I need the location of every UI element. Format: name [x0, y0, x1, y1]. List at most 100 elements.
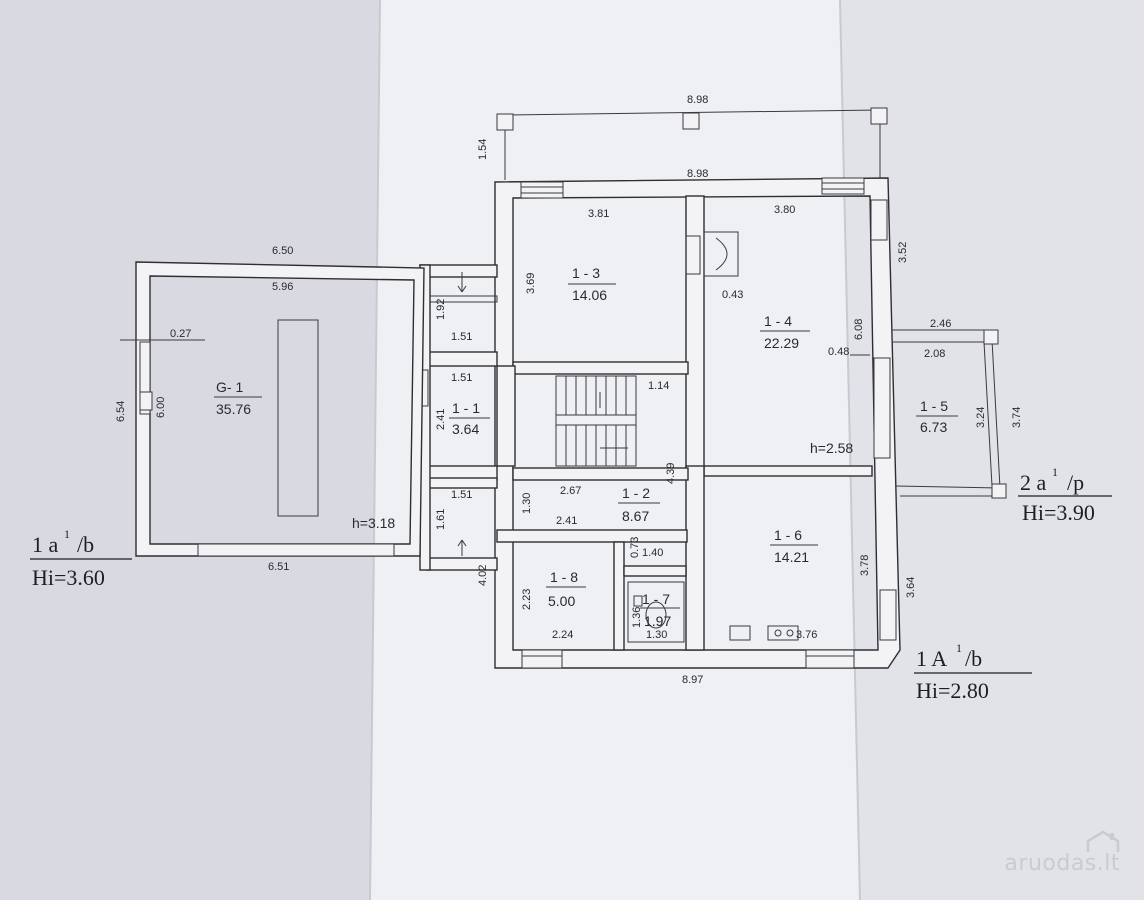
- room-area: 8.67: [622, 508, 649, 524]
- stamp-top: 2 a: [1020, 470, 1047, 495]
- dim-r14-right: 3.52: [897, 242, 909, 263]
- dim-garage-bottom: 6.51: [268, 561, 289, 573]
- porch-outline: [496, 107, 888, 180]
- room-area: 14.06: [572, 287, 607, 303]
- dim-r11-height: 2.41: [435, 409, 447, 430]
- paper-panel-center: [370, 0, 860, 900]
- dim-r17-130: 1.30: [646, 629, 667, 641]
- room-14-height: h=2.58: [810, 440, 853, 456]
- dim-bottom-total: 8.97: [682, 674, 703, 686]
- stamp-right-bottom: 1 A 1 /b Hi=2.80: [914, 641, 1032, 703]
- dim-garage-outer: 6.50: [272, 245, 293, 257]
- porch-column-middle: [682, 112, 700, 130]
- room-code: 1 - 3: [572, 265, 600, 281]
- room-g1-label: G- 1 35.76: [214, 379, 262, 417]
- dim-wall-073: 0.73: [629, 537, 641, 558]
- dim-r12-130: 1.30: [521, 493, 533, 514]
- interior-walls: [496, 195, 873, 651]
- dim-top-wall: 8.98: [687, 168, 708, 180]
- dim-r12-241: 2.41: [556, 515, 577, 527]
- room-14-label: 1 - 4 22.29: [760, 313, 810, 351]
- room-area: 22.29: [764, 335, 799, 351]
- dim-r18-224: 2.24: [552, 629, 573, 641]
- room-code: 1 - 2: [622, 485, 650, 501]
- dim-entry-151b: 1.51: [451, 372, 472, 384]
- car-outline: [277, 319, 319, 517]
- dim-r17-140: 1.40: [642, 547, 663, 559]
- room-area: 1.97: [644, 613, 671, 629]
- stamp-bottom: Hi=3.90: [1022, 500, 1095, 525]
- room-18-label: 1 - 8 5.00: [546, 569, 586, 609]
- dim-window-027: 0.27: [170, 328, 191, 340]
- dim-wall-048: 0.48: [828, 346, 849, 358]
- dim-terrace-h2: 3.74: [1011, 407, 1023, 428]
- dim-r14-width: 3.80: [774, 204, 795, 216]
- stamp-suffix: /b: [965, 646, 982, 671]
- dim-r16-376: 3.76: [796, 629, 817, 641]
- stamp-right-top: 2 a 1 /p Hi=3.90: [1018, 465, 1112, 525]
- stamp-bottom: Hi=3.60: [32, 565, 105, 590]
- garage-walls: [120, 261, 425, 557]
- room-area: 14.21: [774, 549, 809, 565]
- dim-terrace-inner: 2.08: [924, 348, 945, 360]
- dim-r14-height: 6.08: [853, 319, 865, 340]
- room-area: 5.00: [548, 593, 575, 609]
- dim-garage-h-outer: 6.54: [115, 401, 127, 422]
- dim-garage-inner: 5.96: [272, 281, 293, 293]
- stamp-suffix: /b: [77, 532, 94, 557]
- dim-entry-192: 1.92: [435, 299, 447, 320]
- room-area: 35.76: [216, 401, 251, 417]
- kitchen-fixtures: [685, 231, 799, 641]
- room-area: 3.64: [452, 421, 479, 437]
- paper-panel-left: [0, 0, 380, 900]
- room-code: 1 - 6: [774, 527, 802, 543]
- porch-column-left: [496, 113, 514, 131]
- paper-fold-left: [369, 0, 381, 900]
- room-15-label: 1 - 5 6.73: [916, 398, 958, 435]
- garage-height: h=3.18: [352, 515, 395, 531]
- dim-r17-136: 1.36: [631, 607, 643, 628]
- stamp-sup: 1: [1052, 465, 1058, 479]
- dim-garage-h-inner: 6.00: [155, 397, 167, 418]
- dim-entry-161: 1.61: [435, 509, 447, 530]
- stamp-left: 1 a 1 /b Hi=3.60: [30, 527, 132, 590]
- room-area: 6.73: [920, 419, 947, 435]
- room-code: 1 - 7: [642, 591, 670, 607]
- room-17-label: 1 - 7 1.97: [640, 591, 680, 629]
- staircase: [555, 375, 637, 467]
- room-code: 1 - 4: [764, 313, 792, 329]
- house-walls: [494, 177, 901, 669]
- room-code: G- 1: [216, 379, 243, 395]
- dim-hall-439: 4.39: [665, 463, 677, 484]
- dim-r13-width: 3.81: [588, 208, 609, 220]
- stamp-sup: 1: [64, 527, 70, 541]
- dim-top-porch: 8.98: [687, 94, 708, 106]
- stamp-top: 1 a: [32, 532, 59, 557]
- dim-left-402: 4.02: [477, 565, 489, 586]
- dim-entry-151c: 1.51: [451, 489, 472, 501]
- room-11-label: 1 - 1 3.64: [449, 400, 490, 437]
- stamp-top: 1 A: [916, 646, 947, 671]
- room-12-label: 1 - 2 8.67: [618, 485, 660, 524]
- terrace-outline: [850, 329, 1007, 499]
- dim-terrace-outer: 2.46: [930, 318, 951, 330]
- paper-fold-right: [839, 0, 861, 900]
- porch-column-right: [870, 107, 888, 125]
- dim-r18-223: 2.23: [521, 589, 533, 610]
- room-code: 1 - 1: [452, 400, 480, 416]
- dim-hall-114: 1.14: [648, 380, 669, 392]
- dim-terrace-h1: 3.24: [975, 407, 987, 428]
- dim-r16-378: 3.78: [859, 555, 871, 576]
- stamp-suffix: /p: [1067, 470, 1084, 495]
- watermark: aruodas.lt: [1004, 851, 1120, 876]
- room-13-label: 1 - 3 14.06: [568, 265, 616, 303]
- room-code: 1 - 5: [920, 398, 948, 414]
- room-code: 1 - 8: [550, 569, 578, 585]
- dim-r16-364: 3.64: [905, 577, 917, 598]
- dim-porch-depth: 1.54: [477, 139, 489, 160]
- dim-entry-151a: 1.51: [451, 331, 472, 343]
- room-16-label: 1 - 6 14.21: [770, 527, 818, 565]
- wc-fixture: [627, 581, 685, 643]
